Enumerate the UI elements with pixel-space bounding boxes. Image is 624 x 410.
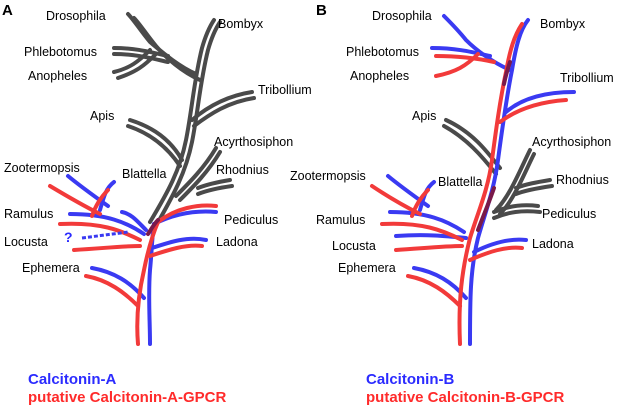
branch-zootermopsis-cal-b — [386, 174, 430, 208]
branch-rhodnius-a1 — [196, 178, 232, 190]
branch-ladona-gpcr-b — [468, 245, 524, 262]
branch-drosophila-a1 — [126, 12, 198, 76]
trunk-upper-a2 — [155, 20, 222, 226]
label-blattella-a: Blattella — [122, 167, 167, 181]
label-drosophila-a: Drosophila — [46, 9, 106, 23]
branch-anopheles-a2 — [116, 52, 158, 80]
branch-rhodnius-b2 — [514, 184, 554, 196]
trunk-cal-b — [468, 18, 530, 346]
branch-tribolium-gpcr-b — [498, 98, 568, 124]
label-zootermopsis-b: Zootermopsis — [290, 169, 366, 183]
label-apis-a: Apis — [90, 109, 114, 123]
branch-bla-cal-a — [120, 210, 148, 232]
branch-tribolium-a1 — [190, 90, 254, 122]
branch-rhodnius-b1 — [514, 178, 552, 190]
legend-gpcr-b: putative Calcitonin-B-GPCR — [366, 389, 565, 406]
branch-phlebotomus-cal-b — [430, 46, 492, 58]
branch-acyrthosiphon-a2 — [178, 150, 222, 202]
branch-locusta-gpcr-a — [72, 244, 142, 252]
branch-ephemera-gpcr-a — [84, 274, 140, 308]
label-drosophila-b: Drosophila — [372, 9, 432, 23]
label-bombyx-b: Bombyx — [540, 17, 586, 31]
label-acyrthosiphon-a: Acyrthosiphon — [214, 135, 293, 149]
branch-zootermopsis-cal-a — [66, 174, 110, 208]
label-zootermopsis-a: Zootermopsis — [4, 161, 80, 175]
legend-calcitonin-a: Calcitonin-A — [28, 371, 116, 388]
label-phlebotomus-b: Phlebotomus — [346, 45, 419, 59]
branch-apis-a2 — [126, 124, 182, 168]
overlap-b-upper — [502, 60, 512, 86]
branch-ephemera-gpcr-b — [406, 274, 462, 308]
branch-ladona-cal-b — [472, 237, 528, 254]
branch-blattella-gpcr-a — [90, 188, 110, 218]
label-anopheles-a: Anopheles — [28, 69, 87, 83]
branch-ramulus-cal-b — [388, 210, 466, 234]
branch-pediculus-b2 — [492, 209, 542, 220]
label-ramulus-b: Ramulus — [316, 213, 365, 227]
branch-drosophila-a2 — [132, 16, 202, 82]
branch-ephemera-cal-b — [412, 266, 468, 300]
branch-phlebotomus-gpcr-b — [434, 54, 496, 64]
label-rhodnius-b: Rhodnius — [556, 173, 609, 187]
label-ladona-b: Ladona — [532, 237, 574, 251]
branch-acyrthosiphon-a1 — [174, 146, 218, 198]
branch-ladona-gpcr-a — [148, 243, 204, 258]
branch-ramulus-gpcr-b — [380, 221, 464, 242]
branch-tribolium-a2 — [192, 96, 256, 128]
branch-pediculus-b1 — [492, 203, 540, 214]
locusta-unknown-branch — [81, 230, 129, 240]
label-pediculus-b: Pediculus — [542, 207, 596, 221]
branch-anopheles-gpcr-b — [434, 52, 480, 78]
label-locusta-a: Locusta — [4, 235, 48, 249]
label-phlebotomus-a: Phlebotomus — [24, 45, 97, 59]
label-ramulus-a: Ramulus — [4, 207, 53, 221]
branch-rhodnius-a2 — [196, 184, 234, 196]
branch-ramulus-gpcr-a — [58, 221, 142, 242]
branch-locusta-gpcr-b — [394, 244, 464, 252]
calcitonin-branches-a — [66, 174, 218, 346]
absent-branches-a — [112, 12, 256, 226]
branch-phlebotomus-a1 — [112, 46, 170, 58]
panel-letter-a: A — [2, 2, 13, 19]
panel-b: B — [290, 2, 614, 406]
label-ephemera-a: Ephemera — [22, 261, 80, 275]
branch-tribolium-cal-b — [504, 90, 576, 114]
label-tribolium-b: Tribollium — [560, 71, 614, 85]
branch-zootermopsis-gpcr-b — [370, 184, 422, 216]
branch-apis-a1 — [128, 118, 184, 162]
overlap-a — [146, 218, 160, 236]
label-anopheles-b: Anopheles — [350, 69, 409, 83]
label-bombyx-a: Bombyx — [218, 17, 264, 31]
panel-letter-b: B — [316, 2, 327, 19]
trunk-gpcr-a — [135, 220, 160, 346]
label-rhodnius-a: Rhodnius — [216, 163, 269, 177]
label-acyrthosiphon-b: Acyrthosiphon — [532, 135, 611, 149]
branch-ephemera-cal-a — [90, 266, 146, 300]
branch-ladona-cal-a — [150, 236, 208, 250]
label-pediculus-a: Pediculus — [224, 213, 278, 227]
label-ephemera-b: Ephemera — [338, 261, 396, 275]
label-apis-b: Apis — [412, 109, 436, 123]
label-tribolium-a: Tribollium — [258, 83, 312, 97]
gpcr-branches-a — [48, 184, 218, 346]
trunk-upper-a1 — [148, 18, 216, 224]
label-locusta-b: Locusta — [332, 239, 376, 253]
branch-blattella-gpcr-b — [410, 188, 430, 218]
panel-a: A — [2, 2, 312, 406]
legend-calcitonin-b: Calcitonin-B — [366, 371, 454, 388]
legend-gpcr-a: putative Calcitonin-A-GPCR — [28, 389, 227, 406]
branch-pediculus-gpcr-a — [156, 203, 218, 224]
branch-ramulus-cal-a — [68, 212, 146, 236]
label-ladona-a: Ladona — [216, 235, 258, 249]
overlap-b-lower — [476, 186, 496, 232]
unknown-marker-a: ? — [64, 229, 73, 245]
branch-acyrthosiphon-b1 — [494, 148, 532, 212]
branch-zootermopsis-gpcr-a — [48, 184, 102, 216]
branch-drosophila-cal-b — [442, 14, 512, 72]
branch-anopheles-a1 — [112, 48, 152, 74]
label-blattella-b: Blattella — [438, 175, 483, 189]
